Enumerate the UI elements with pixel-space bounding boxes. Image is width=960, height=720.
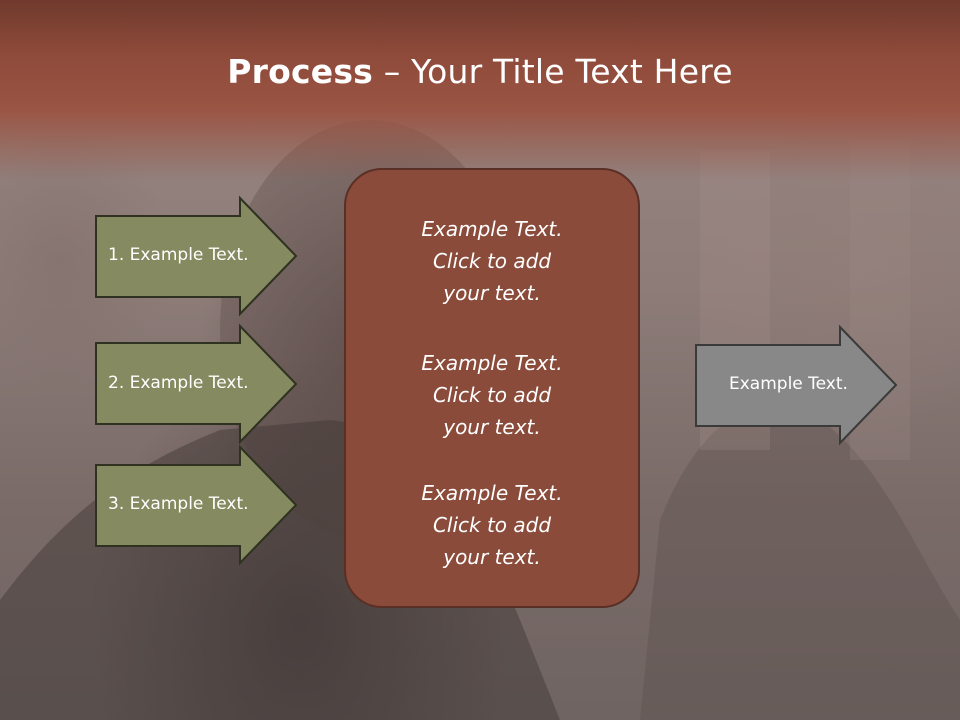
- slide-title: Process – Your Title Text Here: [0, 52, 960, 91]
- center-block-3-line1: Example Text.: [421, 481, 563, 505]
- left-arrow-1-label: 1. Example Text.: [108, 245, 249, 265]
- center-block-1-line2: Click to add: [432, 249, 552, 273]
- title-bold: Process: [227, 52, 374, 91]
- center-block-2-line1: Example Text.: [421, 351, 563, 375]
- title-rest: – Your Title Text Here: [373, 52, 733, 91]
- left-arrow-3[interactable]: [95, 444, 298, 566]
- right-arrow[interactable]: [695, 324, 898, 446]
- center-block-1-line1: Example Text.: [421, 217, 563, 241]
- center-block-2: Example Text. Click to add your text.: [344, 347, 640, 443]
- center-block-3-line3: your text.: [443, 545, 541, 569]
- center-block-1-line3: your text.: [443, 281, 541, 305]
- center-block-3: Example Text. Click to add your text.: [344, 477, 640, 573]
- left-arrow-2-label: 2. Example Text.: [108, 373, 249, 393]
- center-block-2-line3: your text.: [443, 415, 541, 439]
- title-band: [0, 0, 960, 180]
- right-arrow-label: Example Text.: [729, 374, 848, 394]
- left-arrow-2[interactable]: [95, 323, 298, 445]
- left-arrow-3-label: 3. Example Text.: [108, 494, 249, 514]
- center-text-box[interactable]: [344, 168, 640, 608]
- center-block-3-line2: Click to add: [432, 513, 552, 537]
- left-arrow-1[interactable]: [95, 195, 298, 317]
- center-block-2-line2: Click to add: [432, 383, 552, 407]
- center-block-1: Example Text. Click to add your text.: [344, 213, 640, 309]
